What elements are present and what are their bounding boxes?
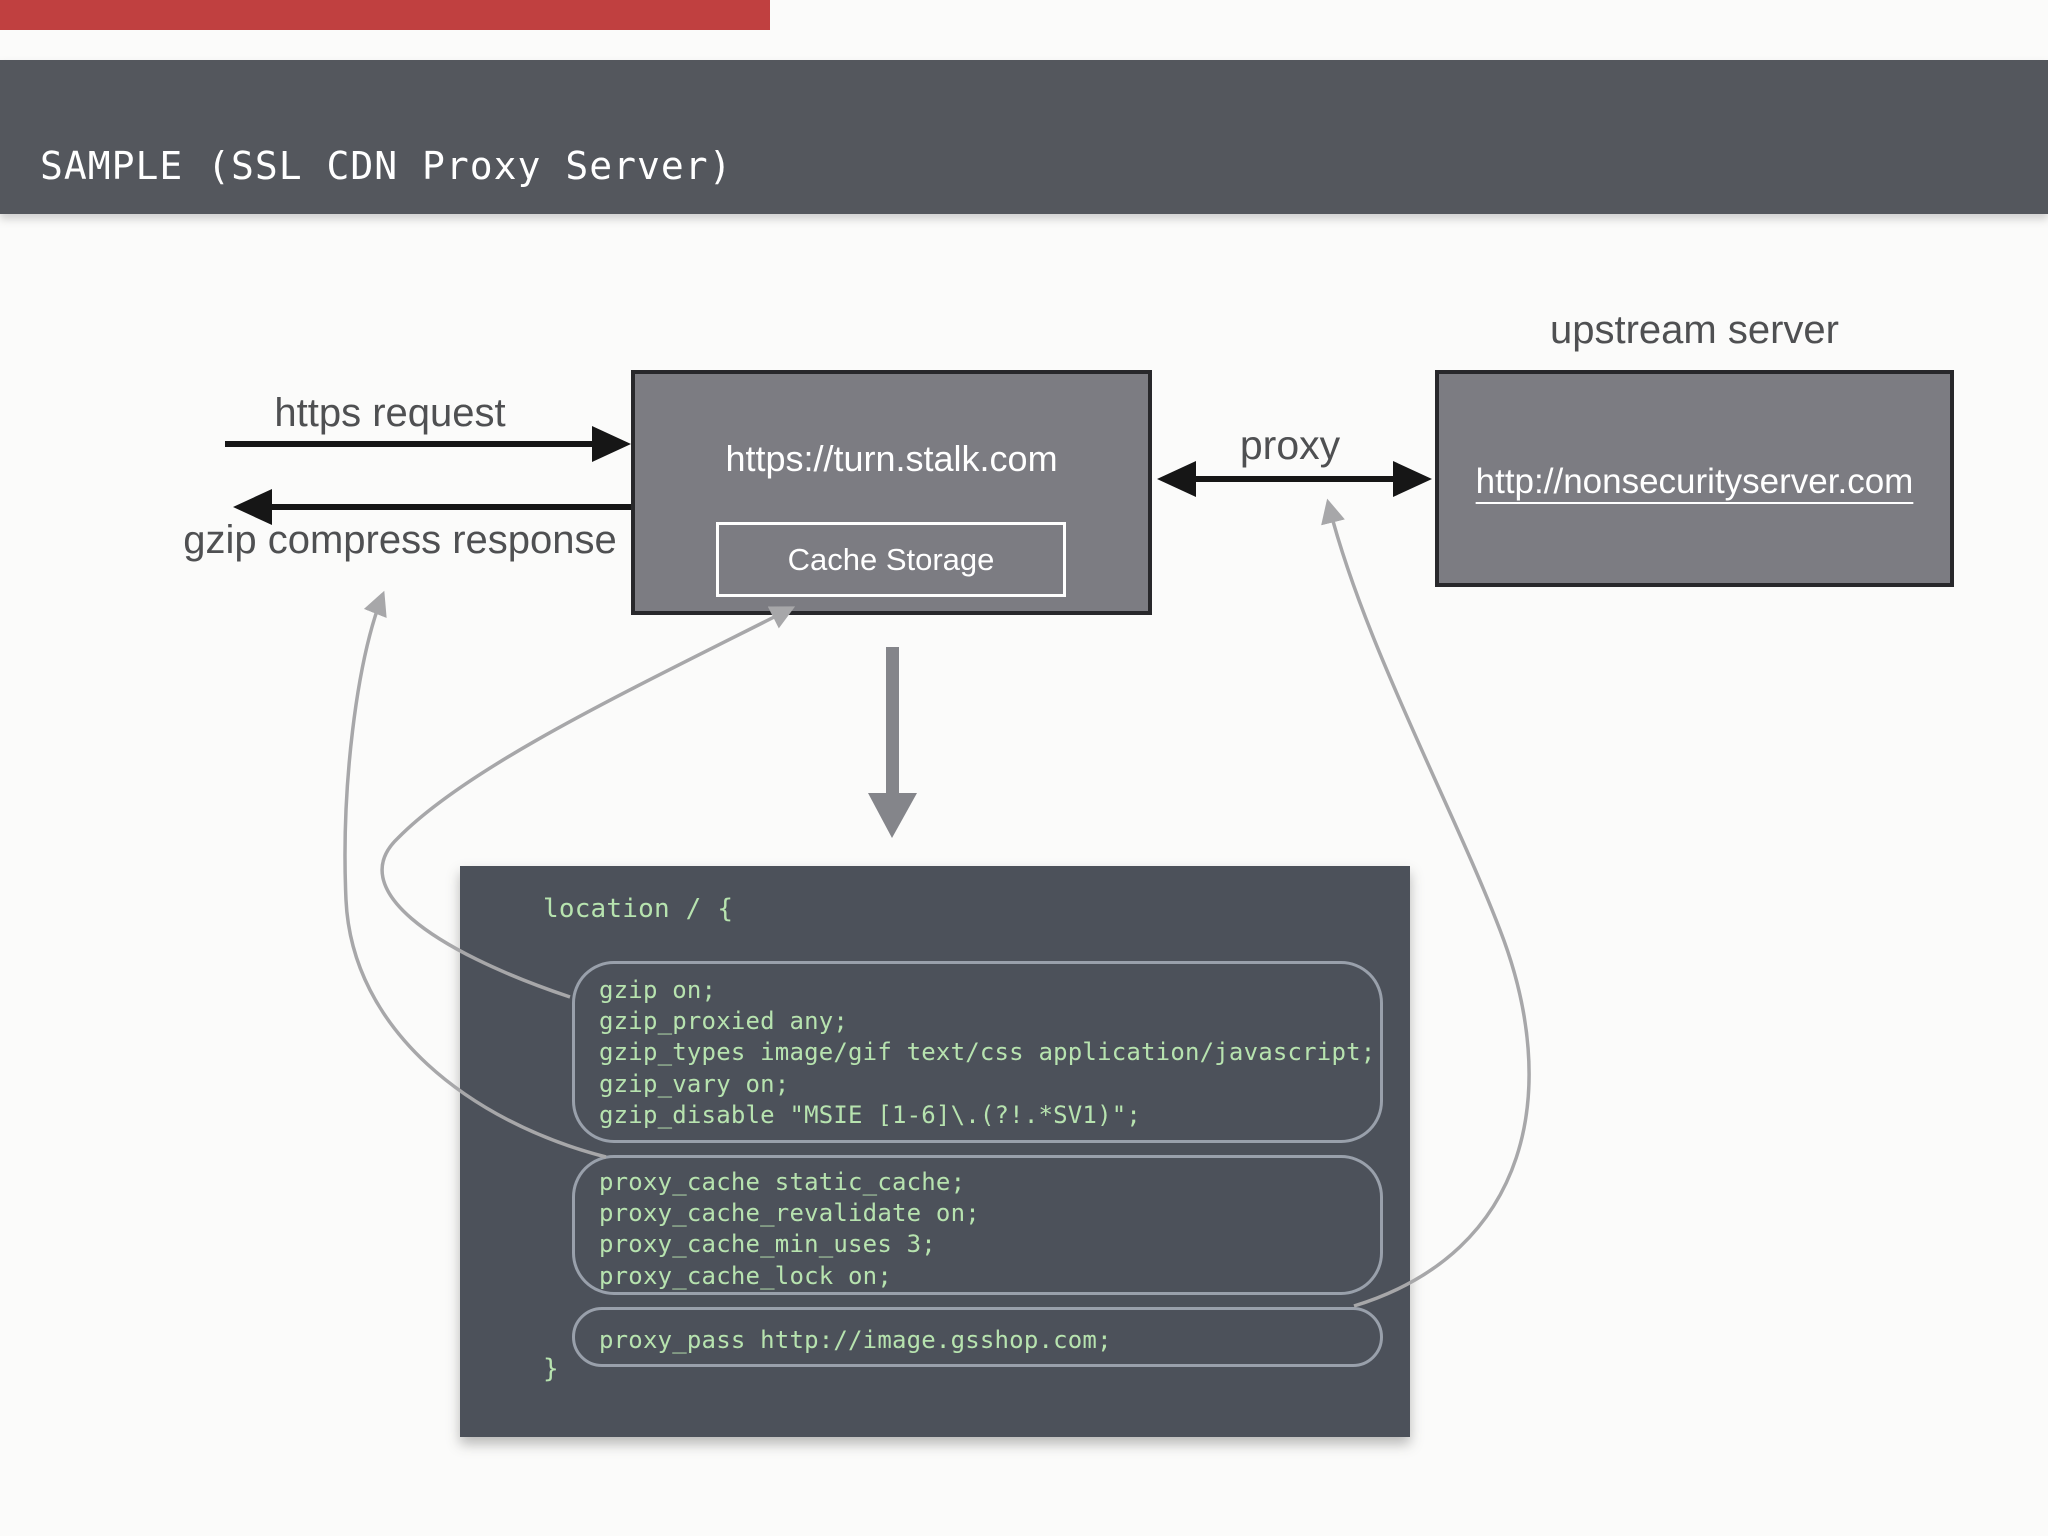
code-line: proxy_cache_min_uses 3;: [599, 1230, 936, 1259]
cache-storage-label: Cache Storage: [787, 542, 995, 577]
top-accent-bar: [0, 0, 770, 30]
code-line: gzip_vary on;: [599, 1069, 790, 1098]
code-group-proxy-cache: proxy_cache static_cache; proxy_cache_re…: [572, 1155, 1383, 1295]
code-line: gzip_types image/gif text/css applicatio…: [599, 1038, 1376, 1067]
flow-down-arrow: [868, 647, 917, 838]
cache-storage-box: Cache Storage: [716, 522, 1066, 597]
code-group-proxy-pass: proxy_pass http://image.gsshop.com;: [572, 1307, 1383, 1367]
code-line: proxy_cache static_cache;: [599, 1168, 966, 1196]
code-line: proxy_pass http://image.gsshop.com;: [599, 1326, 1112, 1354]
gzip-response-label: gzip compress response: [183, 518, 617, 562]
proxy-server-url: https://turn.stalk.com: [725, 438, 1058, 479]
code-location-close: }: [543, 1354, 559, 1384]
code-line: gzip on;: [599, 976, 717, 1004]
upstream-server-box: http://nonsecurityserver.com: [1435, 370, 1954, 587]
code-line: proxy_cache_revalidate on;: [599, 1199, 980, 1228]
upstream-server-url: http://nonsecurityserver.com: [1475, 462, 1914, 501]
nginx-config-panel: location / { gzip on; gzip_proxied any; …: [460, 866, 1410, 1437]
code-line: proxy_cache_lock on;: [599, 1261, 892, 1290]
https-request-label: https request: [274, 391, 506, 435]
upstream-server-label: upstream server: [1550, 308, 1839, 352]
ssl-proxy-server-box: https://turn.stalk.com Cache Storage: [631, 370, 1152, 615]
code-line: gzip_disable "MSIE [1-6]\.(?!.*SV1)";: [599, 1100, 1142, 1129]
code-line: gzip_proxied any;: [599, 1007, 849, 1036]
code-group-gzip: gzip on; gzip_proxied any; gzip_types im…: [572, 961, 1383, 1143]
title-band: SAMPLE (SSL CDN Proxy Server): [0, 60, 2048, 214]
proxy-label: proxy: [1239, 422, 1341, 468]
slide-title: SAMPLE (SSL CDN Proxy Server): [40, 144, 733, 188]
code-location-open: location / {: [543, 894, 734, 924]
